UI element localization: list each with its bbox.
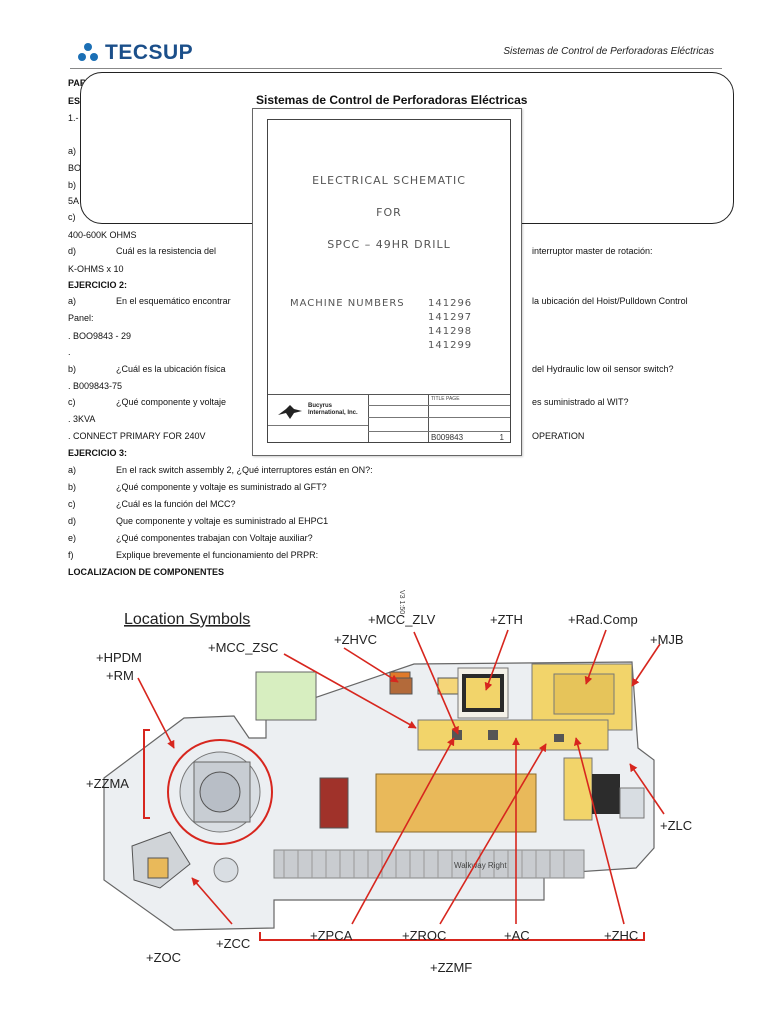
machine-number-3: 141298 <box>428 326 473 337</box>
callout-zzmf: +ZZMF <box>430 960 472 975</box>
q3c-marker: c) <box>68 499 76 509</box>
callout-zhc: +ZHC <box>604 928 638 943</box>
callout-mcc-zlv: +MCC_ZLV <box>368 612 436 627</box>
doc-line-c: c) <box>68 212 76 222</box>
title-block-title: TITLE PAGE <box>431 396 460 402</box>
machine-numbers-label: MACHINE NUMBERS <box>290 298 405 309</box>
q2a-text-right: la ubicación del Hoist/Pulldown Control <box>532 296 688 306</box>
ejercicio-3-heading: EJERCICIO 3: <box>68 448 128 458</box>
tecsup-logo: TECSUP <box>76 40 193 66</box>
header-subtitle: Sistemas de Control de Perforadoras Eléc… <box>503 46 714 57</box>
callout-arrows <box>137 629 665 925</box>
doc-line-ohms: 400-600K OHMS <box>68 230 137 240</box>
callout-zzma: +ZZMA <box>86 776 129 791</box>
answer-2c-2-right: OPERATION <box>532 431 585 441</box>
q2b-text-right: del Hydraulic low oil sensor switch? <box>532 364 674 374</box>
q-d-text-right: interruptor master de rotación: <box>532 246 653 256</box>
callout-zth: +ZTH <box>490 612 523 627</box>
q2c-marker: c) <box>68 397 76 407</box>
schematic-title-page: ELECTRICAL SCHEMATIC FOR SPCC – 49HR DRI… <box>252 108 522 456</box>
popup-title: Sistemas de Control de Perforadoras Eléc… <box>256 93 528 107</box>
schematic-company: Bucyrus International, Inc. <box>308 403 358 416</box>
machine-number-4: 141299 <box>428 340 473 351</box>
section-title: LOCALIZACION DE COMPONENTES <box>68 567 225 577</box>
q2a-marker: a) <box>68 296 77 306</box>
callout-zoc: +ZOC <box>146 950 181 965</box>
answer-2b: . B009843-75 <box>68 381 123 391</box>
q3e-marker: e) <box>68 533 77 543</box>
q3c-text: ¿Cuál es la función del MCC? <box>116 499 236 509</box>
schematic-line-2: FOR <box>376 206 402 219</box>
drill-machine-plan: Walkway Right <box>103 661 655 931</box>
doc-line-par: PAR <box>68 78 87 88</box>
q2c-text-left: ¿Qué componente y voltaje <box>116 397 227 407</box>
answer-2a-dot: . <box>68 347 71 357</box>
diagram-title: Location Symbols <box>124 611 250 628</box>
callout-hpdm: +HPDM <box>96 650 142 665</box>
answer-2a: . BOO9843 - 29 <box>68 331 132 341</box>
q3a-marker: a) <box>68 465 77 475</box>
q-d-text-left: Cuál es la resistencia del <box>116 246 217 256</box>
bucyrus-eagle-icon <box>278 405 302 419</box>
callout-ac: +AC <box>504 928 530 943</box>
doc-line-a: a) <box>68 146 77 156</box>
callout-zcc: +ZCC <box>216 936 250 951</box>
q2a-text-left: En el esquemático encontrar <box>116 296 231 306</box>
drawing-number: B009843 <box>431 433 464 442</box>
doc-line-bo: BO <box>68 163 82 173</box>
q3f-marker: f) <box>68 550 74 560</box>
answer-2c-1: . 3KVA <box>68 414 96 424</box>
q3d-marker: d) <box>68 516 77 526</box>
callout-zlc: +ZLC <box>660 818 692 833</box>
q2c-text-right: es suministrado al WIT? <box>532 397 629 407</box>
red-highlight-circle <box>167 739 273 845</box>
doc-line-b: b) <box>68 180 77 190</box>
answer-2c-2-left: . CONNECT PRIMARY FOR 240V <box>68 431 206 441</box>
page-marker: V3 1:50 <box>398 590 405 614</box>
schematic-frame: ELECTRICAL SCHEMATIC FOR SPCC – 49HR DRI… <box>267 119 511 443</box>
doc-line-1: 1.- <box>68 113 79 123</box>
machine-number-1: 141296 <box>428 298 473 309</box>
header-divider <box>70 68 722 69</box>
q3f-text: Explique brevemente el funcionamiento de… <box>116 550 319 560</box>
q3e-text: ¿Qué componentes trabajan con Voltaje au… <box>116 533 313 543</box>
q2a-continuation: Panel: <box>68 313 94 323</box>
q3b-text: ¿Qué componente y voltaje es suministrad… <box>116 482 327 492</box>
q3d-text: Que componente y voltaje es suministrado… <box>116 516 329 526</box>
q3b-marker: b) <box>68 482 77 492</box>
schematic-line-3: SPCC – 49HR DRILL <box>327 238 451 251</box>
title-block: Bucyrus International, Inc. TITLE PAGE B… <box>268 394 510 442</box>
q3a-text: En el rack switch assembly 2, ¿Qué inter… <box>116 465 373 475</box>
ejercicio-2-heading: EJERCICIO 2: <box>68 280 128 290</box>
red-brackets <box>143 729 645 941</box>
schematic-line-1: ELECTRICAL SCHEMATIC <box>312 174 466 187</box>
q2b-text-left: ¿Cuál es la ubicación física <box>116 364 226 374</box>
callout-rad-comp: +Rad.Comp <box>568 612 638 627</box>
walkway-label: Walkway Right <box>454 861 507 870</box>
brand-name: TECSUP <box>105 41 194 64</box>
callout-zroc: +ZROC <box>402 928 446 943</box>
sheet-number: 1 <box>499 433 504 442</box>
tecsup-logo-icon <box>78 43 98 61</box>
machine-number-2: 141297 <box>428 312 473 323</box>
doc-line-5a: 5A <box>68 196 80 206</box>
callout-zpca: +ZPCA <box>310 928 353 943</box>
callout-mjb: +MJB <box>650 632 684 647</box>
callout-rm: +RM <box>106 668 134 683</box>
location-symbols-diagram: V3 1:50 Location Symbols <box>86 590 692 975</box>
q-d-marker: d) <box>68 246 77 256</box>
answer-d: K-OHMS x 10 <box>68 264 124 274</box>
doc-line-es: ES <box>68 96 81 106</box>
callout-mcc-zsc: +MCC_ZSC <box>208 640 278 655</box>
callout-zhvc: +ZHVC <box>334 632 377 647</box>
q2b-marker: b) <box>68 364 77 374</box>
